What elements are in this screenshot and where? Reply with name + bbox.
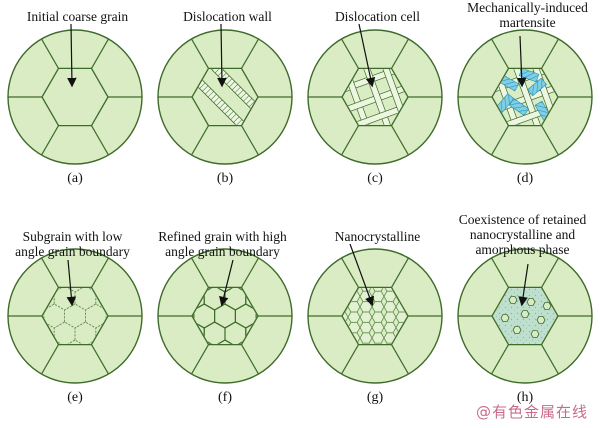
panel-label-line: martensite (499, 15, 556, 30)
grain-boundary (390, 125, 410, 156)
grain-boundary (90, 38, 110, 69)
label-arrow-h (518, 263, 529, 307)
grain-boundary (190, 125, 210, 156)
panel-label-line: Initial coarse grain (26, 9, 129, 24)
panel-label-b: Dislocation wall (155, 9, 300, 24)
grain-boundary (340, 257, 360, 288)
panel-label-line: angle grain boundary (15, 244, 130, 259)
grain-boundary (40, 125, 60, 156)
retained-nanocrystal (530, 330, 540, 338)
panel-tag-g: (g) (366, 390, 384, 405)
grain-boundary (490, 344, 510, 375)
grain-boundary (90, 257, 110, 288)
panel-label-line: Coexistence of retained (458, 212, 587, 227)
panel-tag-c: (c) (367, 171, 383, 186)
panel-d (457, 29, 593, 165)
panel-label-line: amorphous phase (475, 242, 570, 257)
grain-boundary (240, 344, 260, 375)
grain-boundary (540, 257, 560, 288)
grain-boundary (540, 344, 560, 375)
retained-nanocrystal (536, 316, 546, 324)
retained-nanocrystal (508, 296, 518, 304)
panel-label-line: Refined grain with high (158, 229, 287, 244)
grain-boundary (340, 38, 360, 69)
grain-boundary (40, 257, 60, 288)
grain-boundary (240, 257, 260, 288)
grain-boundary (90, 344, 110, 375)
label-arrow-f (219, 259, 234, 307)
panel-a (7, 29, 143, 165)
panel-label-g: Nanocrystalline (305, 229, 450, 244)
label-arrow-a (67, 23, 77, 88)
panel-label-c: Dislocation cell (305, 9, 450, 24)
grain-boundary (240, 125, 260, 156)
panel-b (157, 29, 293, 165)
retained-nanocrystal (520, 310, 530, 318)
panel-label-line: Subgrain with low (22, 229, 123, 244)
panel-tag-d: (d) (516, 171, 534, 186)
panel-tag-b: (b) (216, 171, 234, 186)
grain-boundary (90, 125, 110, 156)
panel-label-line: Dislocation wall (183, 9, 272, 24)
grain-boundary (240, 38, 260, 69)
grain-boundary (390, 344, 410, 375)
panel-tag-h: (h) (516, 390, 534, 405)
panel-tag-a: (a) (67, 171, 83, 186)
label-arrow-d (516, 35, 527, 88)
grain-boundary (190, 257, 210, 288)
panel-label-line: Mechanically-induced (467, 0, 588, 15)
panel-label-line: nanocrystalline and (469, 227, 576, 242)
grain-boundary (340, 344, 360, 375)
grain-boundary (40, 344, 60, 375)
panel-tag-f: (f) (218, 390, 232, 405)
grain-boundary (40, 38, 60, 69)
panel-f (157, 248, 293, 384)
label-arrow-c (358, 23, 376, 88)
grain-boundary (490, 38, 510, 69)
grain-boundary (390, 38, 410, 69)
grain-boundary (540, 38, 560, 69)
panel-label-line: Nanocrystalline (334, 229, 421, 244)
nanocrystalline-grains (343, 288, 407, 344)
panel-label-a: Initial coarse grain (5, 9, 150, 24)
grain-boundary (390, 257, 410, 288)
panel-e (7, 248, 143, 384)
grain-boundary (340, 125, 360, 156)
label-arrow-b (217, 23, 227, 88)
panel-h (457, 248, 593, 384)
panel-g (307, 248, 443, 384)
retained-nanocrystal (542, 302, 552, 310)
panel-label-line: Dislocation cell (334, 9, 421, 24)
panel-c (307, 29, 443, 165)
grain-boundary (190, 38, 210, 69)
grain-boundary (490, 257, 510, 288)
panel-tag-e: (e) (67, 390, 83, 405)
label-arrow-g (349, 243, 375, 307)
panel-label-line: angle grain boundary (165, 244, 280, 259)
grain-boundary (490, 125, 510, 156)
retained-nanocrystal (512, 326, 522, 334)
watermark-text: @有色金属在线 (475, 403, 588, 421)
grain-boundary (540, 125, 560, 156)
grain-boundary (190, 344, 210, 375)
retained-nanocrystal (526, 298, 536, 306)
label-arrow-e (66, 259, 77, 307)
retained-nanocrystal (500, 314, 510, 322)
